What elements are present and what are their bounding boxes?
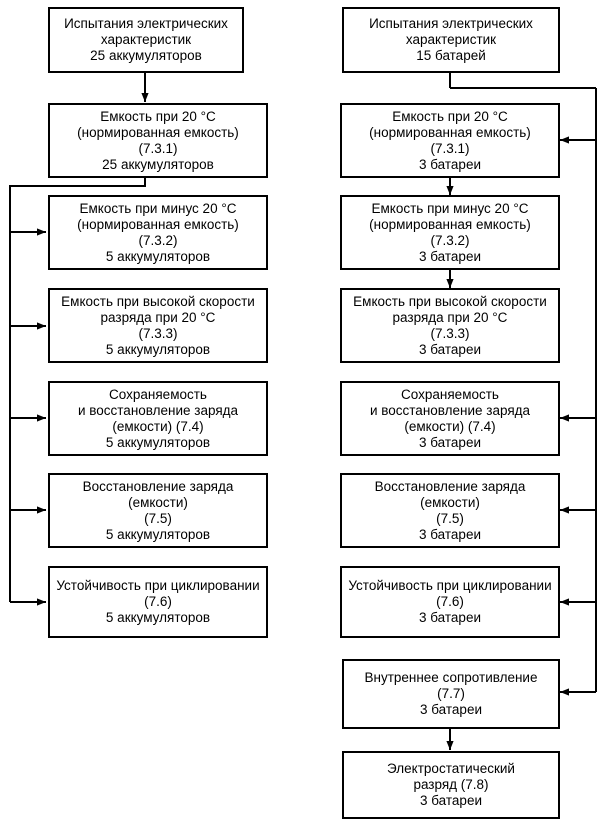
- right-box-0-line-0: Испытания электрических: [369, 16, 533, 31]
- right-box-7-line-0: Внутреннее сопротивление: [364, 670, 538, 685]
- right-box-2-line-0: Емкость при минус 20 °С: [371, 200, 529, 216]
- left-box-0-line-0: Испытания электрических: [64, 16, 228, 31]
- right-box-6-line-0: Устойчивость при циклировании: [348, 578, 552, 593]
- right-box-7-line-2: 3 батареи: [420, 702, 482, 717]
- right-box-1-line-1: (нормированная емкость): [369, 124, 531, 140]
- left-box-4-line-3: 5 аккумуляторов: [105, 434, 211, 450]
- right-box-4-line-0: Сохраняемость: [401, 386, 499, 402]
- right-box-7-4: Сохраняемость и восстановление заряда (е…: [340, 381, 560, 456]
- left-box-7-3-2: Емкость при минус 20 °С (нормированная е…: [48, 195, 268, 270]
- right-box-3-line-3: 3 батареи: [419, 341, 481, 357]
- right-box-4-line-2: (емкости) (7.4): [404, 418, 496, 434]
- left-box-1-line-3: 25 аккумуляторов: [102, 156, 214, 172]
- right-box-3-line-0: Емкость при высокой скорости: [353, 293, 547, 309]
- left-box-0-line-2: 25 аккумуляторов: [90, 48, 202, 63]
- left-box-6-line-2: 5 аккумуляторов: [105, 610, 211, 625]
- left-box-7-5: Восстановление заряда (емкости) (7.5) 5 …: [48, 473, 268, 548]
- right-box-7-8: Электростатический разряд (7.8) 3 батаре…: [342, 751, 560, 819]
- left-box-3-line-2: (7.3.3): [138, 325, 178, 341]
- connector-l1-branch: [9, 178, 146, 602]
- right-box-7-3-3: Емкость при высокой скорости разряда при…: [340, 288, 560, 363]
- left-box-5-line-3: 5 аккумуляторов: [105, 526, 211, 542]
- right-box-7-3-2: Емкость при минус 20 °С (нормированная е…: [340, 195, 560, 270]
- left-box-7-3-3: Емкость при высокой скорости разряда при…: [48, 288, 268, 363]
- left-box-3-line-1: разряда при 20 °С: [100, 309, 216, 325]
- left-box-4-line-0: Сохраняемость: [109, 386, 207, 402]
- right-box-3-line-1: разряда при 20 °С: [392, 309, 508, 325]
- left-box-5-line-1: (емкости): [128, 494, 188, 510]
- left-box-1-line-1: (нормированная емкость): [77, 124, 239, 140]
- right-box-total: Испытания электрических характеристик 15…: [342, 7, 560, 73]
- left-box-4-line-1: и восстановление заряда: [77, 402, 239, 418]
- right-box-0-line-1: характеристик: [405, 32, 497, 47]
- right-box-2-line-2: (7.3.2): [430, 232, 470, 248]
- right-box-6-line-2: 3 батареи: [419, 610, 481, 625]
- right-box-4-line-3: 3 батареи: [419, 434, 481, 450]
- left-box-6-line-0: Устойчивость при циклировании: [56, 578, 260, 593]
- right-box-8-line-1: разряд (7.8): [413, 777, 489, 792]
- right-box-1-line-2: (7.3.1): [430, 140, 470, 156]
- right-box-6-line-1: (7.6): [436, 594, 464, 609]
- right-box-5-line-3: 3 батареи: [419, 526, 481, 542]
- left-box-2-line-2: (7.3.2): [138, 232, 178, 248]
- right-box-7-line-1: (7.7): [437, 686, 465, 701]
- left-box-6-line-1: (7.6): [144, 594, 172, 609]
- left-box-7-3-1: Емкость при 20 °С (нормированная емкость…: [48, 103, 268, 178]
- left-box-5-line-2: (7.5): [144, 510, 172, 526]
- left-box-0-line-1: характеристик: [100, 32, 192, 47]
- right-box-4-line-1: и восстановление заряда: [369, 402, 531, 418]
- right-box-1-line-0: Емкость при 20 °С: [392, 108, 508, 124]
- right-box-7-5: Восстановление заряда (емкости) (7.5) 3 …: [340, 473, 560, 548]
- right-box-5-line-2: (7.5): [436, 510, 464, 526]
- left-box-3-line-3: 5 аккумуляторов: [105, 341, 211, 357]
- right-box-7-6: Устойчивость при циклировании (7.6) 3 ба…: [340, 566, 560, 638]
- left-box-1-line-0: Емкость при 20 °С: [100, 108, 216, 124]
- left-box-4-line-2: (емкости) (7.4): [112, 418, 204, 434]
- right-box-5-line-0: Восстановление заряда: [374, 478, 526, 494]
- right-box-0-line-2: 15 батарей: [416, 48, 486, 63]
- right-box-8-line-2: 3 батареи: [420, 793, 482, 808]
- left-box-2-line-3: 5 аккумуляторов: [105, 248, 211, 264]
- right-box-3-line-2: (7.3.3): [430, 325, 470, 341]
- left-box-2-line-1: (нормированная емкость): [77, 216, 239, 232]
- left-box-total: Испытания электрических характеристик 25…: [48, 7, 244, 73]
- left-box-7-6: Устойчивость при циклировании (7.6) 5 ак…: [48, 566, 268, 638]
- right-box-2-line-3: 3 батареи: [419, 248, 481, 264]
- left-box-5-line-0: Восстановление заряда: [82, 478, 234, 494]
- left-box-3-line-0: Емкость при высокой скорости: [61, 293, 255, 309]
- right-box-1-line-3: 3 батареи: [419, 156, 481, 172]
- right-box-5-line-1: (емкости): [420, 494, 480, 510]
- right-box-7-3-1: Емкость при 20 °С (нормированная емкость…: [340, 103, 560, 178]
- left-box-2-line-0: Емкость при минус 20 °С: [79, 200, 237, 216]
- left-box-7-4: Сохраняемость и восстановление заряда (е…: [48, 381, 268, 456]
- right-box-8-line-0: Электростатический: [387, 761, 515, 776]
- right-box-2-line-1: (нормированная емкость): [369, 216, 531, 232]
- left-box-1-line-2: (7.3.1): [138, 140, 178, 156]
- right-box-7-7: Внутреннее сопротивление (7.7) 3 батареи: [342, 659, 560, 729]
